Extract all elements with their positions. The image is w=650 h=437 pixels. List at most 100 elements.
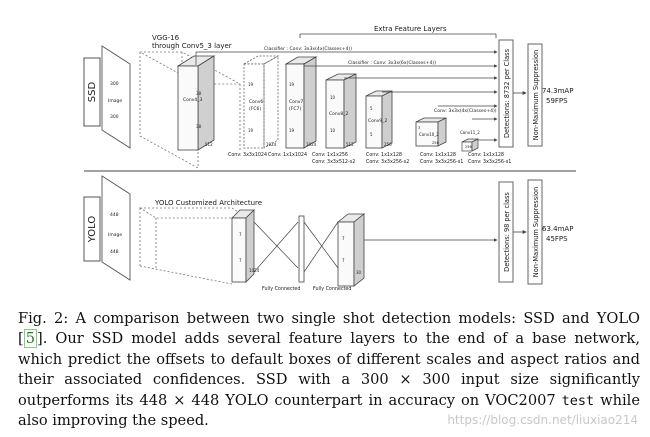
ssd-input-label: Image	[108, 98, 122, 104]
ssd-input-dim-top: 300	[110, 81, 119, 87]
conv7-dim-depth: 1024	[306, 142, 317, 147]
watermark: https://blog.csdn.net/liuxiao214	[447, 413, 638, 427]
ssd-detections-label: Detections: 8732 per Class	[503, 48, 511, 138]
conv4-3-label: Conv4_3	[183, 97, 203, 103]
ssd-side-box	[83, 57, 101, 127]
ssd-section: SSD 300 Image 300 VGG-16 through Conv5_3…	[83, 25, 573, 169]
yolo-map: 63.4mAP	[542, 225, 573, 233]
ssd-output: Detections: 8732 per Class Non-Maximum S…	[498, 39, 573, 148]
yolo-block-2-dim-c: 30	[356, 270, 362, 275]
figure-caption: Fig. 2: A comparison between two single …	[18, 309, 640, 431]
conv7-sub-label: (FC7)	[289, 106, 301, 112]
conv9-2-dim-top: 5	[370, 106, 373, 111]
conv9-2-dim-depth: 256	[384, 142, 392, 147]
yolo-block-1-dim-w: 7	[239, 258, 242, 263]
conv7-dim-bottom: 19	[289, 128, 295, 133]
conv6-dim-bottom: 19	[248, 128, 254, 133]
spec-conv6: Conv: 3x3x1024	[228, 152, 267, 158]
conv6-block: 19 Conv6 (FC6) 19 1024	[242, 55, 280, 149]
yolo-input-image: 448 Image 448	[101, 175, 131, 281]
yolo-input-dim-top: 448	[110, 212, 119, 218]
classifier-conv10-label: Conv: 3x3x(4x(Classes+4))	[434, 108, 497, 114]
conv4-3-block: Conv4_3 38 38 512	[176, 55, 216, 151]
conv9-2-dim-bottom: 5	[370, 132, 373, 137]
conv6-label: Conv6	[249, 99, 263, 105]
fc-label-1: Fully Connected	[262, 286, 300, 292]
yolo-section: YOLO 448 Image 448 YOLO Customized Archi…	[83, 175, 573, 292]
conv4-3-dim-w: 38	[196, 124, 202, 129]
vgg-title-line1: VGG-16	[152, 34, 180, 42]
classifier-conv4-label: Classifier : Conv: 3x3x(4x(Classes+4))	[264, 46, 352, 52]
spec-conv7: Conv: 1x1x1024	[268, 152, 307, 158]
conv6-sub-label: (FC6)	[249, 106, 261, 112]
conv10-2-block: 3 Conv10_2 256	[415, 117, 447, 147]
yolo-arch-volume: YOLO Customized Architecture	[138, 199, 262, 285]
conv10-2-dim: 3	[418, 125, 421, 130]
ssd-fps: 59FPS	[546, 97, 568, 105]
conv11-2-block: Conv11_2 256	[460, 130, 480, 152]
ssd-nms-label: Non-Maximum Suppression	[532, 50, 540, 140]
conv7-label: Conv7	[289, 99, 303, 105]
ssd-conv-specs: Conv: 3x3x1024 Conv: 1x1x1024 Conv: 1x1x…	[228, 152, 511, 165]
citation-link[interactable]: 5	[23, 329, 37, 349]
classifier-lines: Classifier : Conv: 3x3x(4x(Classes+4)) C…	[195, 46, 498, 142]
yolo-detections-label: Detections: 98 per class	[503, 192, 511, 272]
architecture-diagram: SSD 300 Image 300 VGG-16 through Conv5_3…	[83, 25, 576, 292]
yolo-block-2: 7 7 30	[336, 213, 366, 287]
yolo-nms-label: Non-Maximum Suppression	[532, 187, 540, 277]
conv7-dim-top: 19	[289, 82, 295, 87]
classifier-conv7-label: Classifier : Conv: 3x3x(6x(Classes+4))	[348, 60, 436, 66]
conv11-2-label: Conv11_2	[460, 130, 480, 135]
yolo-nms-box	[527, 179, 543, 285]
spec-conv11-b: Conv: 3x3x256-s1	[468, 159, 511, 165]
yolo-block-2-dim-h: 7	[342, 236, 345, 241]
caption-text-3: while also improving the speed.	[18, 391, 640, 430]
yolo-side-box	[83, 196, 101, 262]
yolo-fps: 45FPS	[546, 235, 568, 243]
conv8-2-label: Conv8_2	[329, 111, 349, 117]
conv4-3-dim-h: 38	[196, 91, 202, 96]
conv6-dim-depth: 1024	[266, 142, 277, 147]
conv7-block: 19 Conv7 (FC7) 19 1024	[284, 56, 318, 149]
ssd-side-label: SSD	[87, 82, 98, 103]
yolo-input-label: Image	[108, 232, 122, 238]
conv11-2-dim: 256	[465, 145, 472, 149]
spec-conv11-a: Conv: 1x1x128	[468, 152, 504, 158]
conv4-3-dim-c: 512	[205, 142, 213, 147]
spec-conv9-b: Conv: 3x3x256-s2	[366, 159, 409, 165]
conv8-2-dim-depth: 512	[346, 142, 354, 147]
conv6-dim-top: 19	[248, 82, 254, 87]
yolo-block-2-dim-w: 7	[342, 258, 345, 263]
caption-code-test: test	[561, 392, 595, 409]
vgg-title-line2: through Conv5_3 layer	[152, 42, 232, 50]
conv9-2-block: 5 Conv9_2 5 256	[365, 90, 393, 149]
ssd-input-image: 300 Image 300	[101, 45, 131, 149]
yolo-block-1-dim-c: 1024	[249, 268, 260, 273]
conv8-2-dim-bottom: 10	[330, 128, 336, 133]
spec-conv10-a: Conv: 1x1x128	[420, 152, 456, 158]
ssd-nms-box	[527, 43, 543, 147]
yolo-arch-title: YOLO Customized Architecture	[154, 199, 262, 207]
spec-conv9-a: Conv: 1x1x128	[366, 152, 402, 158]
conv8-2-block: 10 Conv8_2 10 512	[325, 73, 357, 149]
fc-layer-1	[298, 215, 305, 283]
yolo-block-1-dim-h: 7	[239, 232, 242, 237]
spec-conv8-b: Conv: 3x3x512-s2	[312, 159, 355, 165]
ssd-detections-box	[498, 39, 514, 148]
extra-feature-layers-bracket: Extra Feature Layers	[299, 25, 497, 38]
caption-text-1: Fig. 2: A comparison between two single …	[18, 310, 640, 348]
yolo-block-1: 7 7 1024	[231, 209, 260, 283]
spec-conv10-b: Conv: 3x3x256-s1	[420, 159, 463, 165]
ssd-input-dim-bottom: 300	[110, 114, 119, 120]
conv8-2-dim-top: 10	[330, 95, 336, 100]
fc-label-2: Fully Connected	[313, 286, 351, 292]
yolo-output: Detections: 98 per class Non-Maximum Sup…	[498, 179, 573, 285]
yolo-side-label: YOLO	[87, 216, 98, 244]
yolo-fc-layers: Fully Connected Fully Connected	[253, 215, 351, 292]
extra-feature-layers-title: Extra Feature Layers	[374, 25, 447, 33]
yolo-input-dim-bottom: 448	[110, 249, 119, 255]
caption-text-2: ]. Our SSD model adds several feature la…	[18, 330, 640, 409]
conv10-2-dim-depth: 256	[432, 141, 440, 145]
ssd-map: 74.3mAP	[542, 87, 573, 95]
conv9-2-label: Conv9_2	[368, 118, 388, 124]
